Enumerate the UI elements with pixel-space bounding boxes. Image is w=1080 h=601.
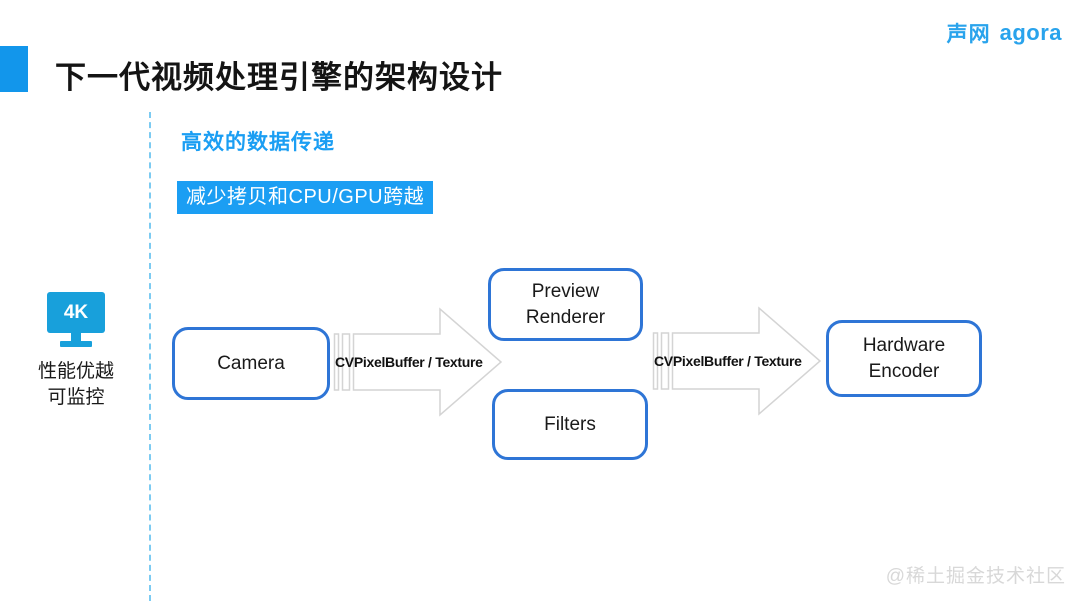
monitor-base <box>60 341 92 347</box>
monitor-neck <box>71 333 81 341</box>
side-feature-caption-line2: 可监控 <box>47 386 105 408</box>
watermark: @稀土掘金技术社区 <box>885 566 1066 587</box>
diagram-node-hardware-encoder-label: Hardware Encoder <box>862 334 946 382</box>
striped-right-arrow-icon <box>333 307 503 417</box>
title-bullet-square <box>0 46 28 92</box>
vertical-dashed-divider <box>149 112 151 601</box>
diagram-node-filters: Filters <box>492 389 648 460</box>
striped-right-arrow-icon <box>652 306 822 416</box>
diagram-node-hardware-encoder: Hardware Encoder <box>826 320 982 397</box>
monitor-4k-label: 4K <box>63 301 89 323</box>
diagram-node-filters-label: Filters <box>544 413 596 435</box>
agora-logo: 声网 agora <box>947 18 1062 48</box>
arrow-label-cvpixelbuffer: CVPixelBuffer / Texture <box>335 354 483 370</box>
diagram-node-preview-renderer: Preview Renderer <box>488 268 643 341</box>
diagram-node-camera: Camera <box>172 327 330 400</box>
page-title: 下一代视频处理引擎的架构设计 <box>55 60 503 95</box>
striped-arrow-middle-to-encoder: CVPixelBuffer / Texture <box>652 306 822 416</box>
striped-arrow-camera-to-middle: CVPixelBuffer / Texture <box>333 307 503 417</box>
arrow-label-cvpixelbuffer: CVPixelBuffer / Texture <box>654 353 802 369</box>
section-heading: 高效的数据传递 <box>181 131 335 154</box>
4k-monitor-icon: 4K <box>47 292 105 347</box>
diagram-node-camera-label: Camera <box>217 352 285 374</box>
diagram-node-preview-renderer-label: Preview Renderer <box>525 280 606 328</box>
logo-en-text: agora <box>999 20 1062 45</box>
side-feature: 4K 性能优越 可监控 <box>20 292 132 410</box>
side-feature-caption-line1: 性能优越 <box>37 361 114 382</box>
logo-cn-text: 声网 <box>946 23 991 46</box>
highlight-tag: 减少拷贝和CPU/GPU跨越 <box>177 181 434 214</box>
monitor-screen: 4K <box>47 292 105 333</box>
side-feature-caption: 性能优越 可监控 <box>20 359 132 410</box>
